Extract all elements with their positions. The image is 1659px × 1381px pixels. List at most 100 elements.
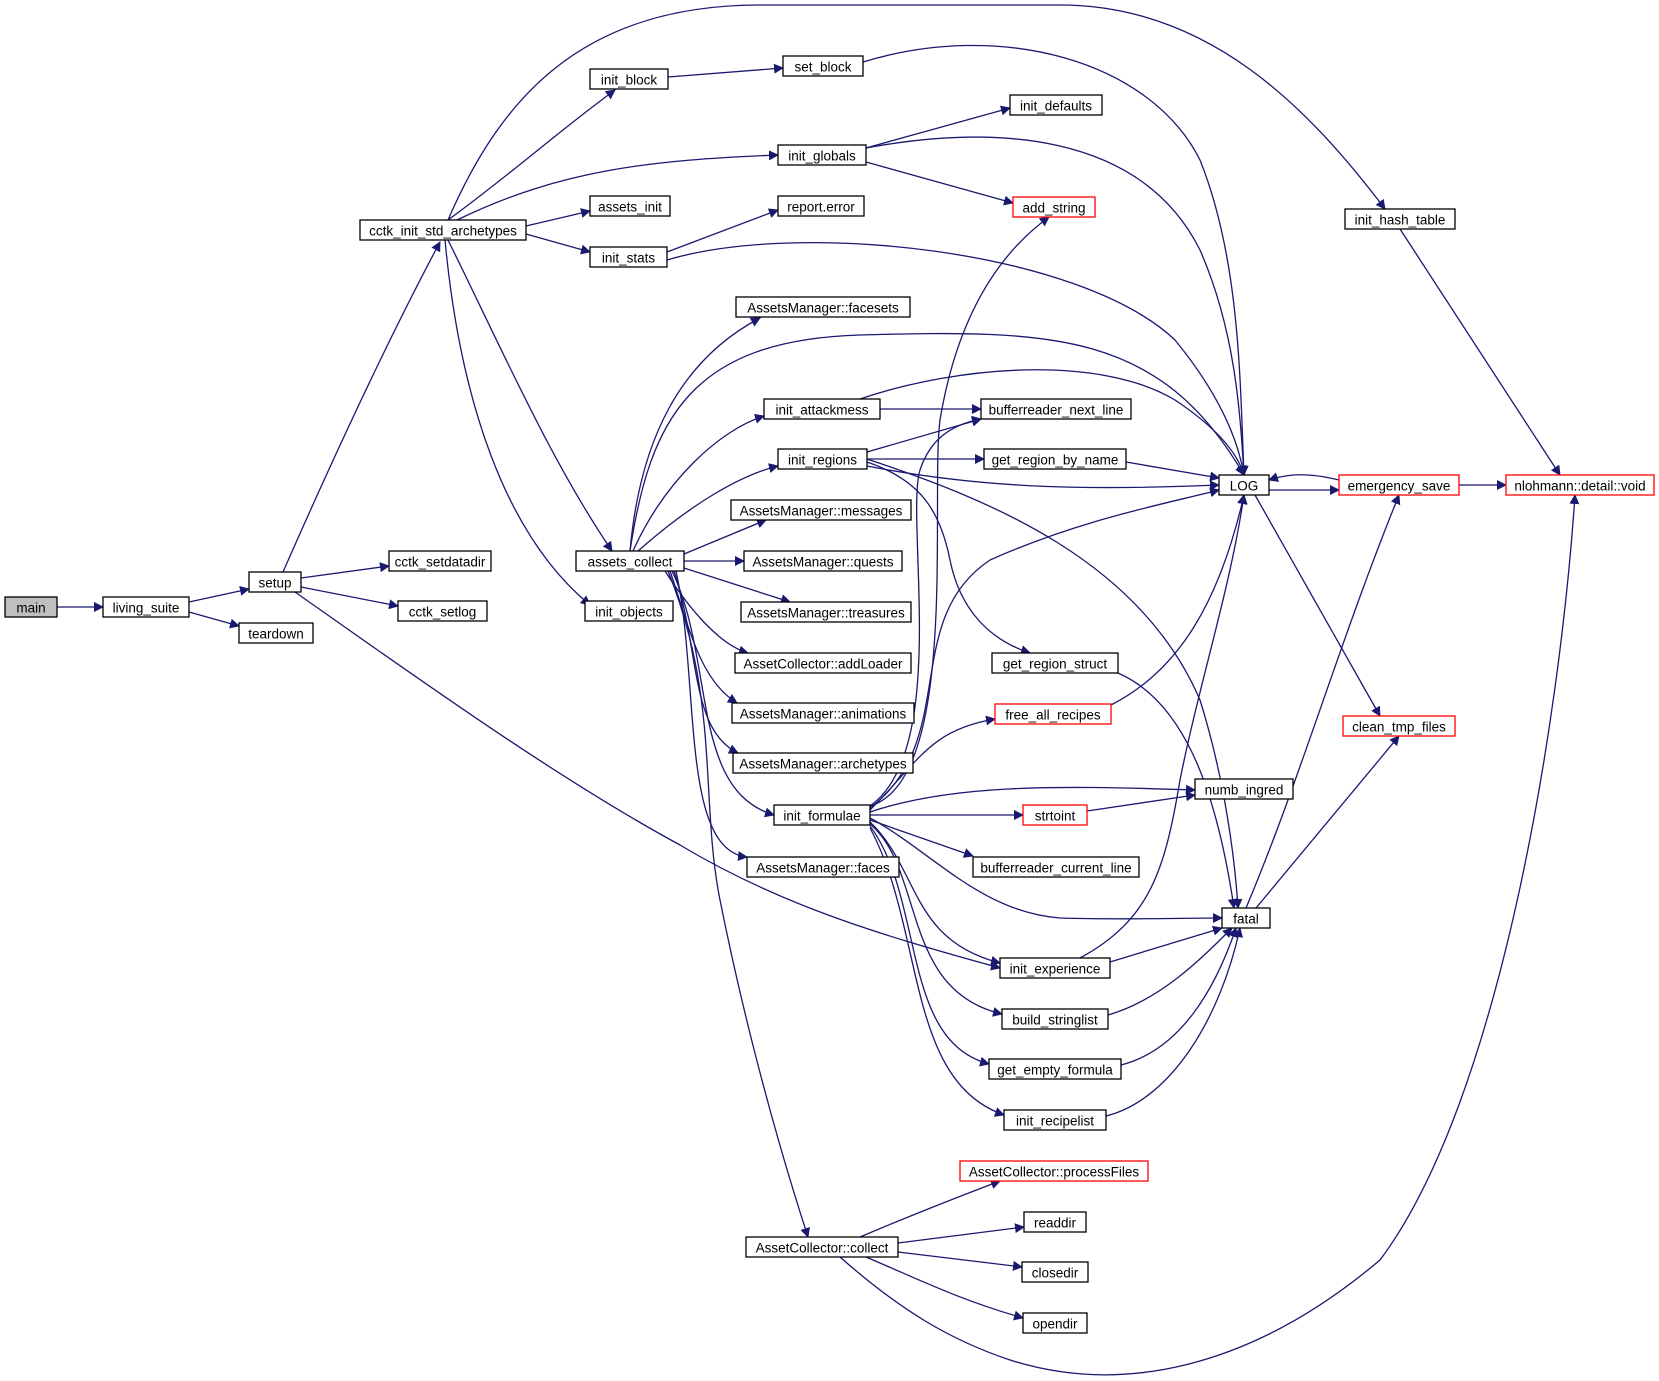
node-label: init_attackmess [775,403,868,418]
edge-init-globals-to-add-string [865,161,1014,206]
node-closedir[interactable]: closedir [1021,1261,1089,1283]
node-label: readdir [1034,1216,1077,1231]
node-box [777,144,867,166]
node-label: clean_tmp_files [1352,720,1446,735]
node-box [589,246,668,268]
node-box [1023,1211,1087,1233]
node-get-region-struct[interactable]: get_region_struct [991,652,1119,674]
node-init-formulae[interactable]: init_formulae [773,804,871,826]
node-ac-addLoader[interactable]: AssetCollector::addLoader [734,652,912,674]
node-label: AssetsManager::messages [740,504,903,519]
node-nlohmann-void[interactable]: nlohmann::detail::void [1505,474,1655,496]
node-am-archetypes[interactable]: AssetsManager::archetypes [732,752,914,774]
node-teardown[interactable]: teardown [238,622,314,644]
node-assets-init[interactable]: assets_init [589,195,671,217]
node-box [740,601,912,623]
node-label: living_suite [113,601,180,616]
node-box [731,702,915,724]
node-numb-ingred[interactable]: numb_ingred [1194,778,1294,800]
node-get-region-by-name[interactable]: get_region_by_name [983,448,1127,470]
node-ac-collect[interactable]: AssetCollector::collect [745,1236,899,1258]
node-free-all-recipes[interactable]: free_all_recipes [994,703,1112,725]
node-clean-tmp-files[interactable]: clean_tmp_files [1342,715,1456,737]
edge-init-regions-to-fatal [866,458,1243,909]
node-am-animations[interactable]: AssetsManager::animations [731,702,915,724]
edge-init-experience-to-fatal [1109,925,1223,963]
node-label: init_hash_table [1355,213,1446,228]
node-am-messages[interactable]: AssetsManager::messages [730,499,912,521]
node-box [589,195,671,217]
edge-ac-collect-to-nlohmann-void [839,494,1580,1376]
node-cctk-init-std-archetypes[interactable]: cctk_init_std_archetypes [359,219,527,241]
edge-ac-collect-to-readdir [897,1223,1025,1244]
node-label: init_objects [595,605,663,620]
node-label: teardown [248,627,304,642]
node-am-treasures[interactable]: AssetsManager::treasures [740,601,912,623]
node-label: strtoint [1035,809,1076,824]
node-box [735,296,911,318]
node-add-string[interactable]: add_string [1012,196,1096,218]
node-main[interactable]: main [4,596,58,618]
node-emergency-save[interactable]: emergency_save [1338,474,1460,496]
node-box [994,703,1112,725]
node-init-regions[interactable]: init_regions [777,448,868,470]
node-strtoint[interactable]: strtoint [1022,804,1088,826]
node-bufferreader-next-line[interactable]: bufferreader_next_line [980,398,1132,420]
node-label: init_experience [1010,962,1101,977]
node-box [763,398,881,420]
node-readdir[interactable]: readdir [1023,1211,1087,1233]
node-label: init_stats [602,251,656,266]
node-box [777,195,865,217]
node-init-stats[interactable]: init_stats [589,246,668,268]
node-init-objects[interactable]: init_objects [584,600,674,622]
node-label: init_defaults [1020,99,1092,114]
node-build-stringlist[interactable]: build_stringlist [1001,1008,1109,1030]
node-label: build_stringlist [1012,1013,1098,1028]
node-init-recipelist[interactable]: init_recipelist [1003,1109,1107,1131]
node-label: init_block [601,73,658,88]
node-label: free_all_recipes [1005,708,1101,723]
node-assets-collect[interactable]: assets_collect [575,550,685,572]
edge-init-formulae-to-fatal [869,817,1223,924]
edge-cctk-init-std-archetypes-to-assets-collect [447,239,613,552]
node-init-attackmess[interactable]: init_attackmess [763,398,881,420]
edge-setup-to-cctk-setdatadir [300,562,390,579]
edge-free-all-recipes-to-LOG [1110,494,1247,706]
node-box [959,1160,1149,1182]
node-box [991,652,1119,674]
node-report-error[interactable]: report.error [777,195,865,217]
node-setup[interactable]: setup [248,571,302,593]
node-am-quests[interactable]: AssetsManager::quests [743,550,903,572]
node-bufferreader-current-line[interactable]: bufferreader_current_line [972,856,1140,878]
node-box [743,550,903,572]
node-cctk-setlog[interactable]: cctk_setlog [397,600,488,622]
node-box [1003,1109,1107,1131]
node-init-defaults[interactable]: init_defaults [1009,94,1103,116]
node-label: get_empty_formula [997,1063,1113,1078]
node-init-globals[interactable]: init_globals [777,144,867,166]
edge-init-formulae-to-free-all-recipes [869,715,996,811]
edge-init-block-to-set-block [667,63,784,78]
node-label: AssetsManager::animations [740,707,907,722]
node-fatal[interactable]: fatal [1221,907,1271,929]
node-box [734,652,912,674]
node-opendir[interactable]: opendir [1022,1312,1088,1334]
node-LOG[interactable]: LOG [1218,474,1270,496]
node-cctk-setdatadir[interactable]: cctk_setdatadir [388,550,492,572]
node-label: init_globals [788,149,856,164]
node-box [1338,474,1460,496]
edge-set-block-to-LOG [862,44,1249,476]
node-box [1009,94,1103,116]
node-init-experience[interactable]: init_experience [999,957,1111,979]
node-set-block[interactable]: set_block [782,55,864,77]
edge-init-stats-to-LOG [666,241,1248,476]
node-init-block[interactable]: init_block [589,68,669,90]
node-living-suite[interactable]: living_suite [102,596,190,618]
node-am-faces[interactable]: AssetsManager::faces [746,856,900,878]
node-ac-processFiles[interactable]: AssetCollector::processFiles [959,1160,1149,1182]
node-init-hash-table[interactable]: init_hash_table [1344,208,1456,230]
node-get-empty-formula[interactable]: get_empty_formula [988,1058,1122,1080]
node-am-facesets[interactable]: AssetsManager::facesets [735,296,911,318]
edge-setup-to-cctk-init-std-archetypes [282,241,441,573]
node-box [1021,1261,1089,1283]
